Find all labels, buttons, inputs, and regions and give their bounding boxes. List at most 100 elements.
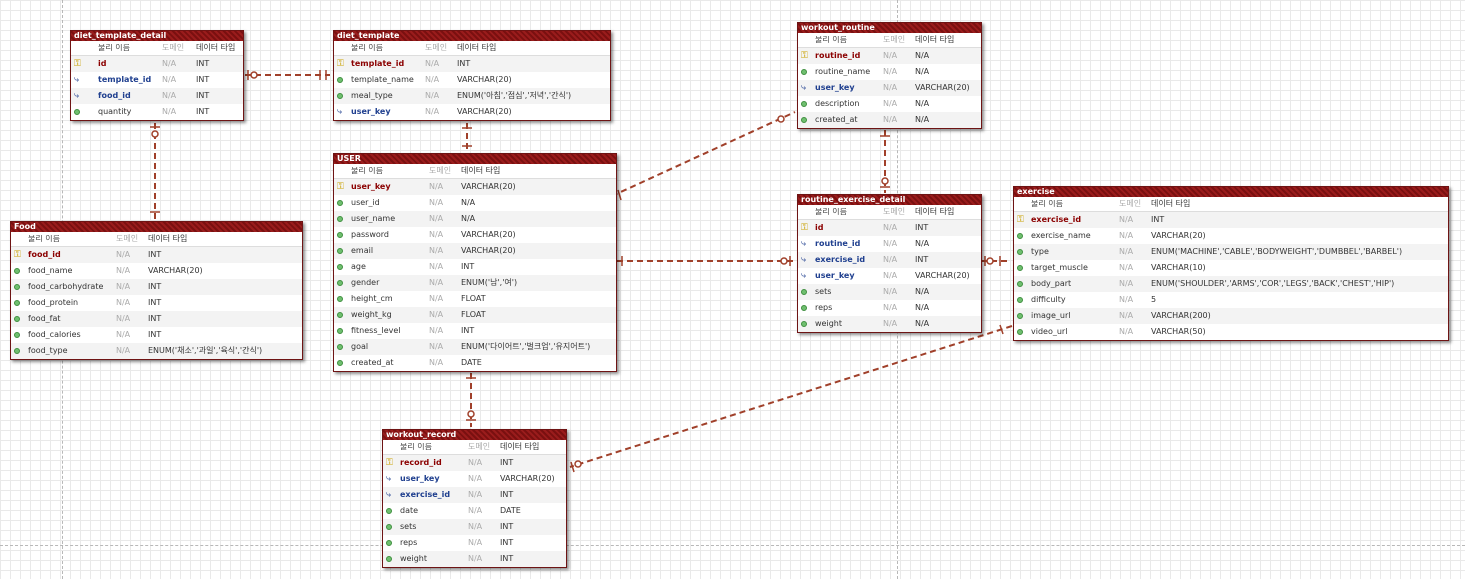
- header-dom: 도메인: [425, 43, 448, 52]
- column-domain: N/A: [162, 75, 177, 84]
- foreign-key-icon: ⤷: [74, 90, 80, 101]
- column-icon: [383, 524, 400, 530]
- primary-key-icon: ⚿: [337, 58, 344, 69]
- column-type: N/A: [915, 287, 930, 296]
- column-domain: N/A: [1119, 231, 1134, 240]
- column-type: N/A: [915, 51, 930, 60]
- column-type: FLOAT: [461, 310, 486, 319]
- rel-exercise-record: [569, 325, 1013, 468]
- table-title: workout_routine: [798, 23, 981, 33]
- column-type: DATE: [461, 358, 482, 367]
- column-type: INT: [500, 490, 514, 499]
- rel-user-routine: [611, 111, 796, 197]
- column-icon: [334, 232, 351, 238]
- column-type: INT: [148, 298, 162, 307]
- column-type: N/A: [915, 303, 930, 312]
- column-name: record_id: [400, 459, 442, 467]
- table-title: exercise: [1014, 187, 1448, 197]
- column-domain: N/A: [468, 522, 483, 531]
- column-type: 5: [1151, 295, 1157, 304]
- column-type: N/A: [915, 239, 930, 248]
- column-type: INT: [500, 458, 514, 467]
- column-domain: N/A: [162, 91, 177, 100]
- column-type: INT: [148, 282, 162, 291]
- column-domain: N/A: [425, 107, 440, 116]
- column-icon: [1014, 313, 1031, 319]
- header-name: 물리 이름: [28, 235, 60, 243]
- primary-key-icon: ⚿: [74, 58, 81, 69]
- column-name: food_carbohydrate: [28, 283, 104, 291]
- column-icon: [334, 328, 351, 334]
- column-domain: N/A: [883, 287, 898, 296]
- column-name: gender: [351, 279, 380, 287]
- header-name: 물리 이름: [815, 208, 847, 216]
- header-name: 물리 이름: [1031, 200, 1063, 208]
